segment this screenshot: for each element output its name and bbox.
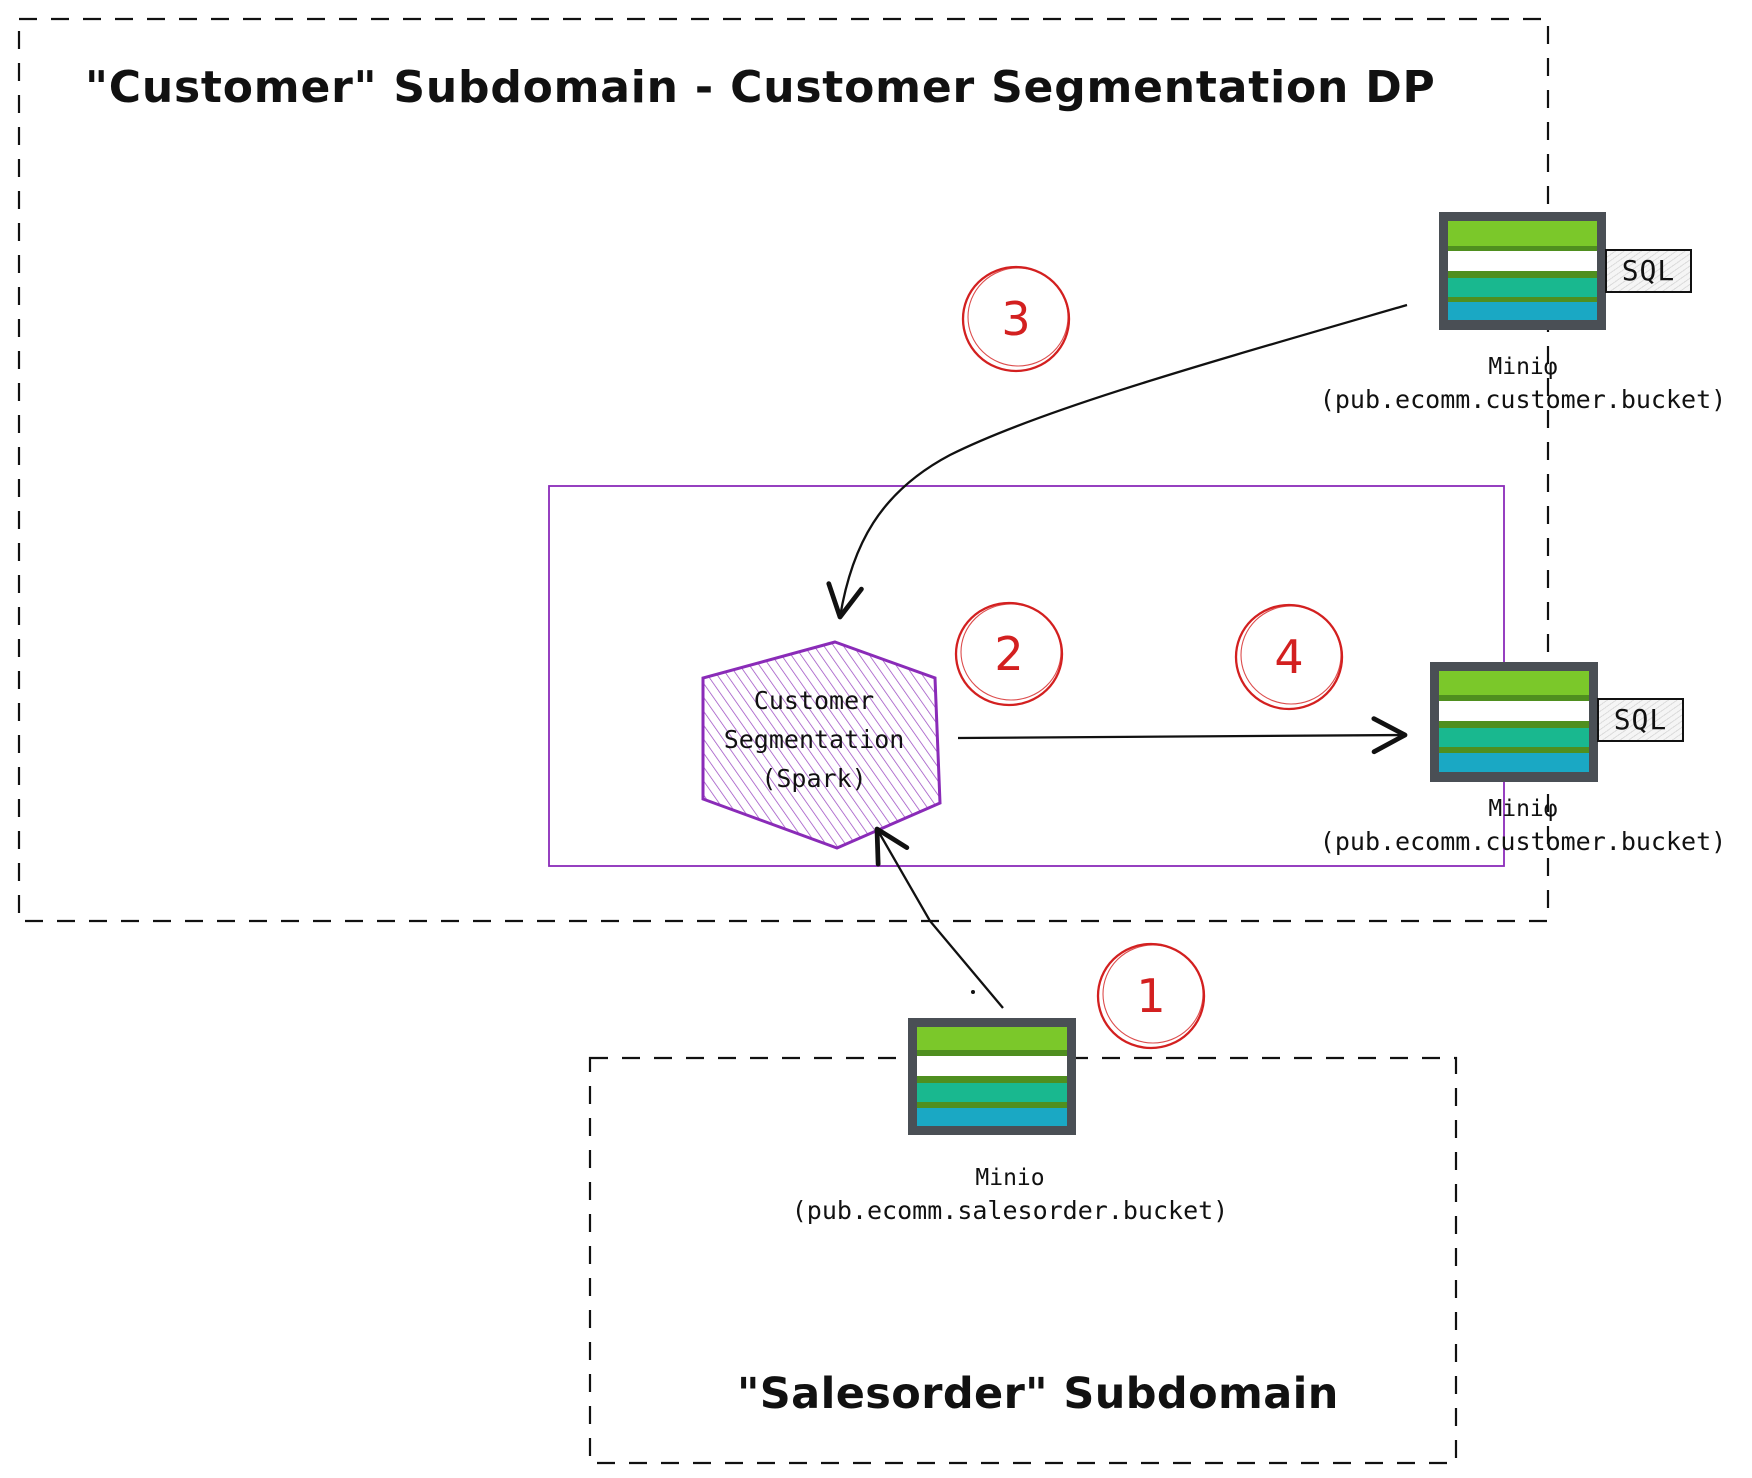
customer-bucket-input-name: Miniφ	[1488, 354, 1558, 380]
customer-bucket-input-path: (pub.ecomm.customer.bucket)	[1319, 385, 1727, 415]
salesorder-bucket-label: Minio (pub.ecomm.salesorder.bucket)	[785, 1163, 1235, 1228]
customer-subdomain-title: "Customer" Subdomain - Customer Segmenta…	[85, 62, 1436, 113]
salesorder-subdomain-title: "Salesorder" Subdomain	[737, 1369, 1339, 1419]
salesorder-bucket-path: (pub.ecomm.salesorder.bucket)	[791, 1196, 1229, 1226]
customer-bucket-output-name: Miniφ	[1488, 796, 1558, 822]
step-badge-3-circle	[961, 265, 1071, 373]
arrow-spark-to-output	[957, 716, 1408, 755]
sql-badge-customer-output: SQL	[1597, 698, 1684, 742]
step-badge-2-circle	[954, 601, 1064, 707]
step-badge-4-circle	[1234, 603, 1344, 711]
customer-bucket-output-label: Miniφ (pub.ecomm.customer.bucket)	[1298, 794, 1748, 859]
bucket-icon-customer-input	[1439, 212, 1606, 330]
customer-bucket-input-label: Miniφ (pub.ecomm.customer.bucket)	[1298, 352, 1748, 417]
arrow-customer-to-spark	[826, 303, 1408, 620]
arrow-salesorder-to-spark	[874, 826, 1004, 1009]
sql-badge-customer-input: SQL	[1605, 249, 1692, 293]
spark-hexagon	[701, 640, 942, 850]
step-badge-1-circle	[1096, 942, 1206, 1050]
bucket-icon-salesorder	[908, 1018, 1076, 1135]
customer-bucket-output-path: (pub.ecomm.customer.bucket)	[1319, 827, 1727, 857]
bucket-icon-customer-output	[1430, 662, 1598, 782]
small-sketch-dot	[971, 990, 975, 994]
salesorder-bucket-name: Minio	[975, 1165, 1045, 1191]
